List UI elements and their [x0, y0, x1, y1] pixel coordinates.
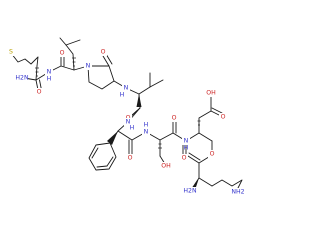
pro-nitrogen-label: N — [86, 63, 91, 70]
phenyl-double-bond-1 — [106, 156, 114, 167]
asp-nh-nitrogen-label: N — [184, 138, 189, 145]
leu-side-chain-branch — [65, 39, 81, 46]
ser-carbonyl-oxygen-label: O — [172, 115, 177, 122]
stereo-hash-bonds — [35, 57, 201, 149]
phe-nh-hydrogen-label: H — [130, 125, 135, 132]
sulfur-atom-label: S — [9, 49, 13, 56]
pro-oxygen-label: O — [101, 49, 106, 56]
stereo-wedge — [107, 131, 118, 145]
leu-nh-hydrogen-label: H — [47, 76, 52, 83]
phenyl-double-bond-3 — [96, 165, 108, 168]
leu-nh-nitrogen-label: N — [47, 69, 52, 76]
val-nh-hydrogen-label: H — [120, 92, 125, 99]
pro-ring-co-bond — [102, 55, 110, 67]
amide-oxygen-label: O — [37, 89, 42, 96]
lys-co-bond — [187, 155, 200, 164]
pro-ring-bonds — [87, 65, 115, 90]
structure-canvas: S H2N O N H O N O N H O N H O N H OH O N — [7, 37, 245, 196]
asp-acid-hydroxyl-label: OH — [206, 90, 216, 97]
lys-backbone-bonds — [198, 154, 213, 179]
lys-carbonyl-oxygen-label: O — [210, 151, 215, 158]
peptide-structure-diagram: S H2N O N H O N O N H O N H O N H OH O N — [7, 37, 245, 196]
val-nh-nitrogen-label: N — [124, 85, 129, 92]
stereo-wedge — [136, 94, 142, 107]
ser-hydroxyl-label: OH — [161, 163, 171, 170]
ser-nh-hydrogen-label: H — [144, 122, 149, 129]
asp-side-chain-bonds — [198, 110, 212, 134]
met-side-chain-bonds — [10, 52, 39, 67]
lys-alpha-to-side-chain-bond — [198, 177, 213, 187]
lys-alpha-amine-label: H2N — [183, 188, 197, 195]
lys-epsilon-amine-label: NH2 — [231, 189, 244, 196]
leu-backbone-bonds — [48, 65, 89, 73]
ser-backbone-bonds — [145, 131, 174, 141]
lys-co-double-bond — [188, 152, 201, 161]
asp-acid-co-double-bond — [211, 107, 223, 114]
phe-nh-nitrogen-label: N — [126, 119, 131, 126]
val-isopropyl-bond-1 — [149, 79, 164, 88]
phe-carbonyl-oxygen-label: O — [128, 155, 133, 162]
phenyl-double-bond-2 — [91, 147, 99, 159]
leu-carbonyl-oxygen-label: O — [60, 50, 65, 57]
asp-carbonyl-oxygen-label: O — [182, 155, 187, 162]
asp-acid-oxygen-label: O — [221, 114, 226, 121]
lys-side-chain-bonds — [211, 179, 243, 193]
atom-label-layer: S H2N O N H O N O N H O N H O N H OH O N — [7, 48, 245, 196]
ser-nh-nitrogen-label: N — [144, 129, 149, 136]
asp-nh-hydrogen-label: H — [184, 145, 189, 152]
amide-nh2-label: H2N — [15, 75, 29, 82]
phenyl-ring-bonds — [88, 142, 117, 171]
